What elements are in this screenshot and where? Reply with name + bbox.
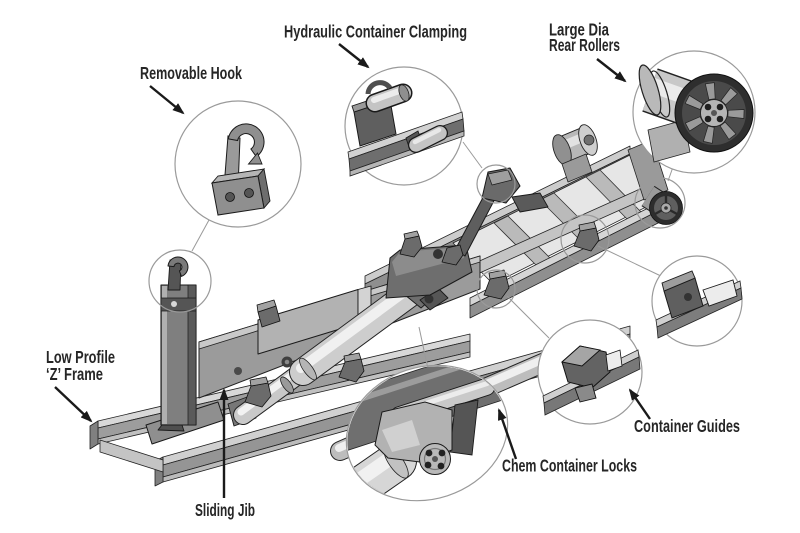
svg-text:Removable Hook: Removable Hook: [140, 63, 242, 83]
svg-text:Low Profile: Low Profile: [46, 347, 115, 367]
svg-text:Large Dia: Large Dia: [549, 20, 609, 40]
svg-text:‘Z’ Frame: ‘Z’ Frame: [46, 364, 103, 384]
svg-text:Hydraulic Container Clamping: Hydraulic Container Clamping: [284, 22, 467, 42]
svg-text:Rear Rollers: Rear Rollers: [549, 35, 620, 55]
svg-text:Chem Container Locks: Chem Container Locks: [502, 456, 637, 476]
svg-text:Sliding Jib: Sliding Jib: [195, 500, 255, 520]
svg-text:Container Guides: Container Guides: [634, 416, 740, 436]
